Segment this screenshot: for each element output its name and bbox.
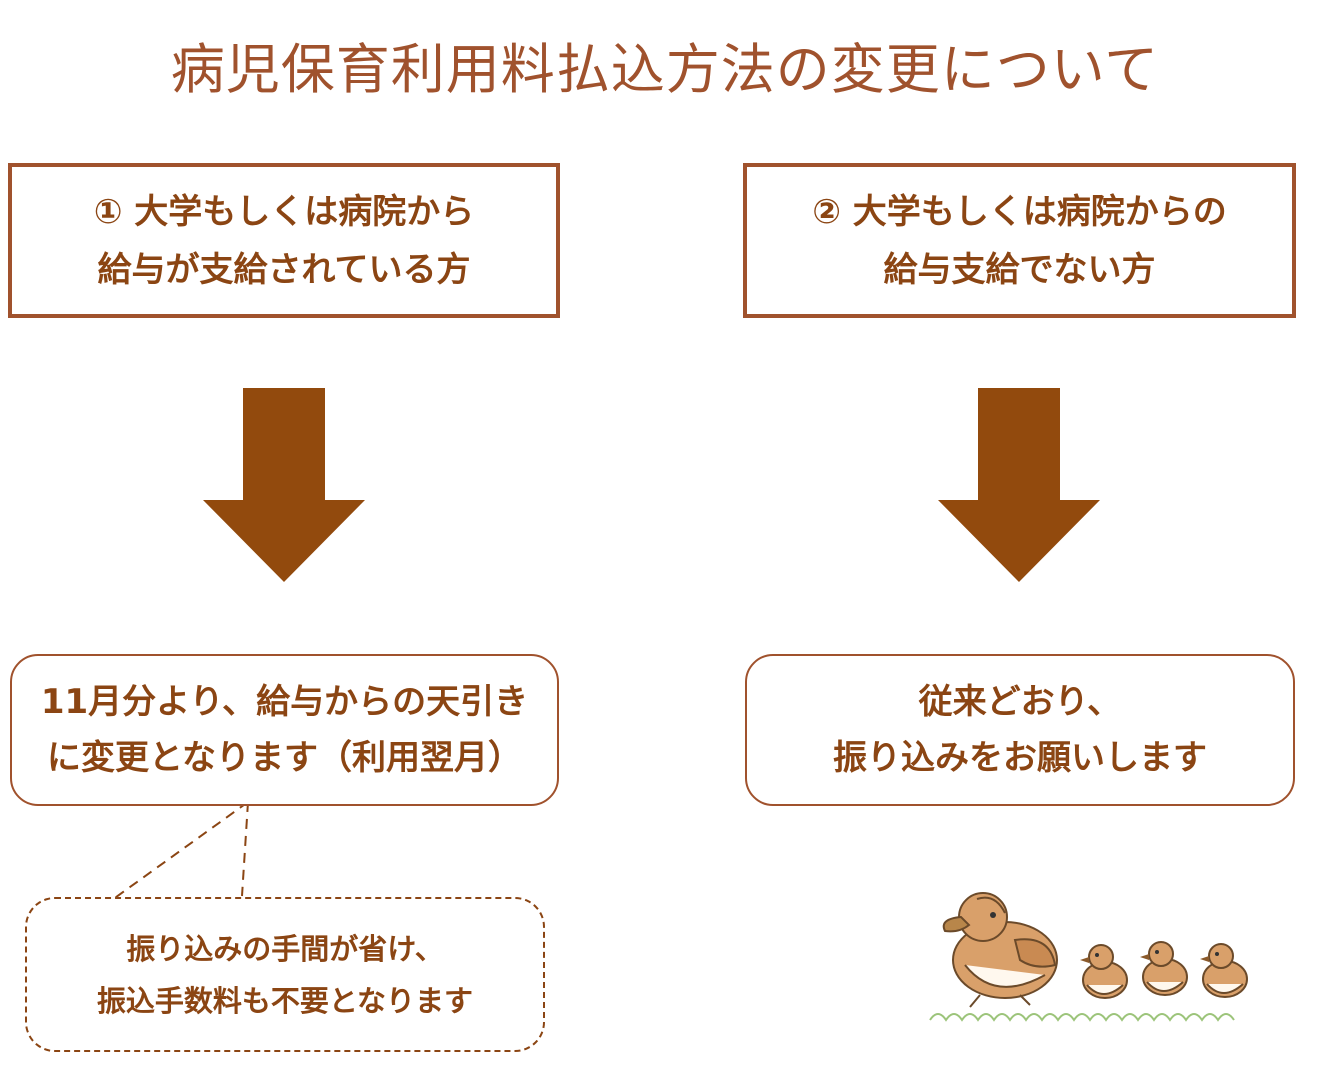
- right-result-box: 従来どおり、 振り込みをお願いします: [745, 654, 1295, 806]
- right-header-line2: 給与支給でない方: [883, 249, 1156, 290]
- left-result-box: 11月分より、給与からの天引き に変更となります（利用翌月）: [10, 654, 559, 806]
- callout-tail: [111, 801, 249, 901]
- left-result-line1: 11月分より、給与からの天引き: [40, 682, 529, 722]
- callout-line1: 振り込みの手間が省け、: [126, 931, 444, 966]
- duck-family-icon: [929, 892, 1248, 1022]
- page-title: 病児保育利用料払込方法の変更について: [170, 38, 1160, 101]
- callout-line2: 振込手数料も不要となります: [96, 983, 474, 1018]
- right-result-line1: 従来どおり、: [918, 682, 1122, 722]
- callout-box: 振り込みの手間が省け、 振込手数料も不要となります: [25, 897, 545, 1052]
- left-header-line1: ① 大学もしくは病院から: [93, 191, 475, 232]
- right-header-box: ② 大学もしくは病院からの 給与支給でない方: [743, 163, 1296, 318]
- left-result-line2: に変更となります（利用翌月）: [47, 738, 522, 778]
- right-header-line1: ② 大学もしくは病院からの: [812, 191, 1227, 232]
- left-down-arrow-icon: [203, 388, 365, 582]
- right-result-line2: 振り込みをお願いします: [833, 738, 1207, 778]
- right-down-arrow-icon: [938, 388, 1100, 582]
- left-header-box: ① 大学もしくは病院から 給与が支給されている方: [8, 163, 560, 318]
- left-header-line2: 給与が支給されている方: [97, 249, 471, 290]
